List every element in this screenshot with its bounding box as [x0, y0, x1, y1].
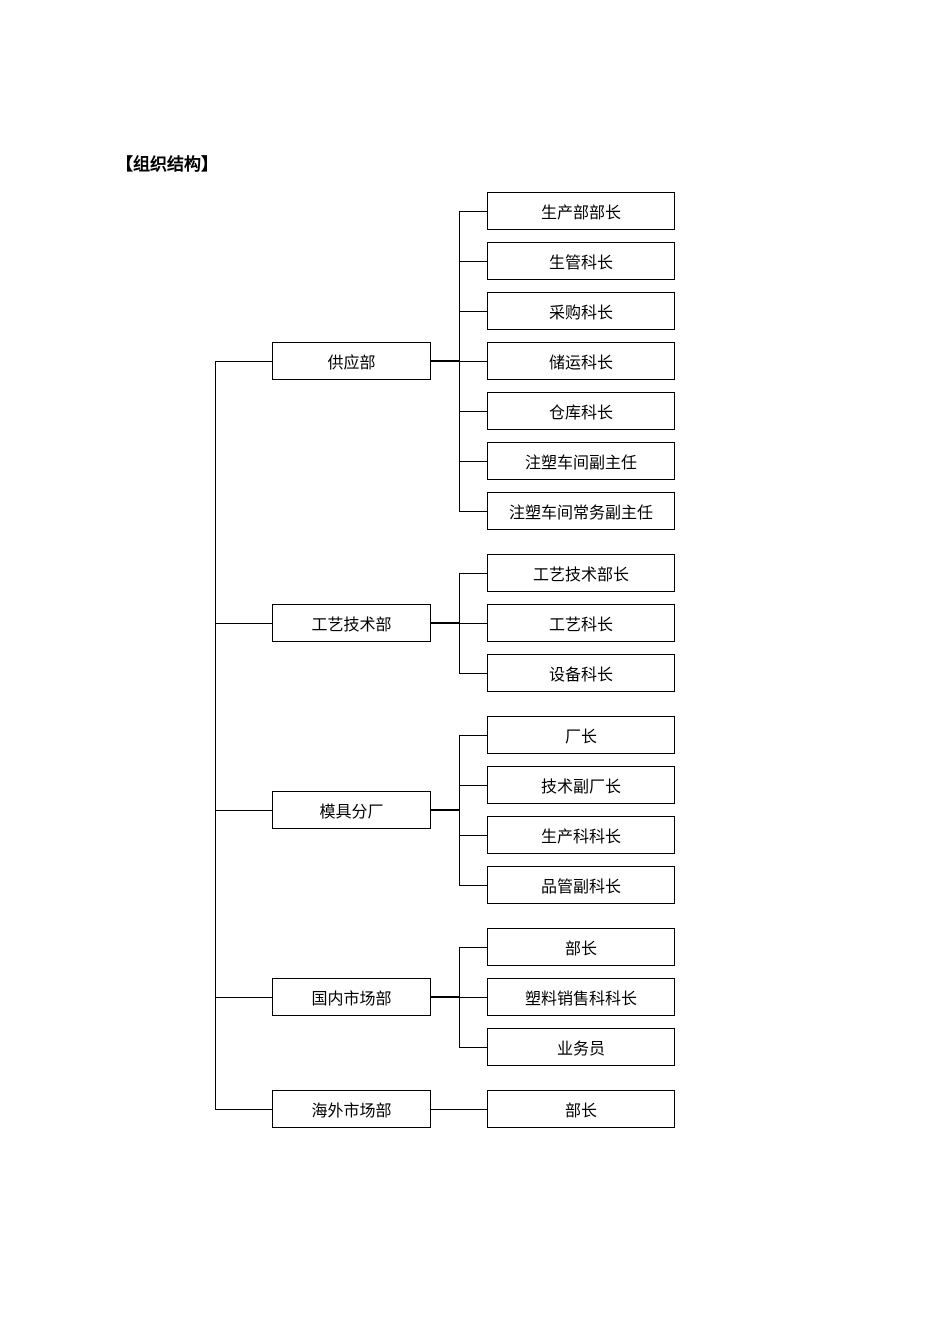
role-box: 仓库科长	[487, 392, 675, 430]
role-box: 品管副科长	[487, 866, 675, 904]
root-branch-line	[215, 623, 272, 624]
department-box: 供应部	[272, 342, 431, 380]
role-branch-line	[459, 211, 487, 212]
department-box: 工艺技术部	[272, 604, 431, 642]
role-branch-line	[459, 311, 487, 312]
role-branch-line	[459, 461, 487, 462]
role-box: 注塑车间副主任	[487, 442, 675, 480]
department-box: 海外市场部	[272, 1090, 431, 1128]
dept-to-bus-connector	[431, 809, 459, 811]
root-branch-line	[215, 810, 272, 811]
section-title: 【组织结构】	[116, 155, 218, 175]
role-branch-line	[459, 997, 487, 998]
role-branch-line	[459, 785, 487, 786]
role-branch-line	[459, 411, 487, 412]
role-box: 采购科长	[487, 292, 675, 330]
role-branch-line	[459, 573, 487, 574]
role-box: 注塑车间常务副主任	[487, 492, 675, 530]
role-box: 塑料销售科科长	[487, 978, 675, 1016]
role-box: 工艺技术部长	[487, 554, 675, 592]
department-box: 国内市场部	[272, 978, 431, 1016]
dept-to-role-connector	[431, 1109, 487, 1110]
role-box: 部长	[487, 1090, 675, 1128]
role-branch-line	[459, 735, 487, 736]
role-branch-line	[459, 835, 487, 836]
role-branch-line	[459, 361, 487, 362]
role-branch-line	[459, 261, 487, 262]
role-box: 设备科长	[487, 654, 675, 692]
role-branch-line	[459, 511, 487, 512]
role-branch-line	[459, 885, 487, 886]
root-trunk-line	[215, 361, 216, 1110]
root-branch-line	[215, 1109, 272, 1110]
role-box: 储运科长	[487, 342, 675, 380]
role-box: 工艺科长	[487, 604, 675, 642]
role-branch-line	[459, 623, 487, 624]
role-box: 生产科科长	[487, 816, 675, 854]
role-box: 技术副厂长	[487, 766, 675, 804]
role-bus-line	[459, 735, 460, 886]
dept-to-bus-connector	[431, 996, 459, 998]
role-branch-line	[459, 947, 487, 948]
role-branch-line	[459, 673, 487, 674]
role-box: 厂长	[487, 716, 675, 754]
role-box: 生产部部长	[487, 192, 675, 230]
role-box: 业务员	[487, 1028, 675, 1066]
role-branch-line	[459, 1047, 487, 1048]
root-branch-line	[215, 997, 272, 998]
department-box: 模具分厂	[272, 791, 431, 829]
dept-to-bus-connector	[431, 622, 459, 624]
dept-to-bus-connector	[431, 360, 459, 362]
role-box: 部长	[487, 928, 675, 966]
root-branch-line	[215, 361, 272, 362]
role-box: 生管科长	[487, 242, 675, 280]
